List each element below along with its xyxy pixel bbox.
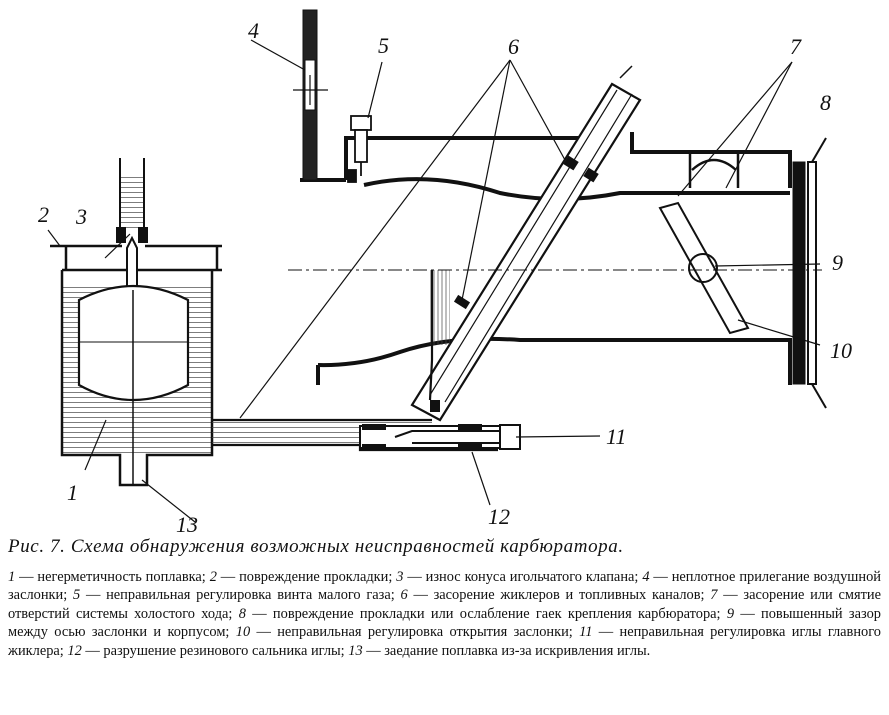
legend-item-text: — разрушение резинового сальника иглы; xyxy=(81,642,349,659)
legend-item: 11 — неправильная регулировка иглы главн… xyxy=(8,624,881,658)
legend-item-text: — засорение жиклеров и топливных каналов… xyxy=(407,587,711,604)
float xyxy=(77,285,190,486)
callout-5: 5 xyxy=(378,33,389,58)
callout-6: 6 xyxy=(508,34,519,59)
legend-item-number: 11 xyxy=(579,624,593,641)
legend-item-number: 1 xyxy=(8,569,16,585)
legend-item-text: — неправильная регулировка открытия засл… xyxy=(250,624,580,641)
legend-item-text: — неплотное прилегание воздушной заслонк… xyxy=(8,569,881,604)
callout-1: 1 xyxy=(67,480,78,505)
legend-item: 7 — засорение или смятие отверстий систе… xyxy=(8,587,881,621)
legend-item-number: 2 xyxy=(209,569,217,585)
legend-item-text: — негерметичность поплавка; xyxy=(15,569,210,585)
legend-item-text: — повреждение прокладки или ослабление г… xyxy=(245,605,727,622)
throttle-damper xyxy=(658,201,750,335)
air-damper xyxy=(293,9,328,181)
main-jet-needle xyxy=(359,424,521,450)
legend-item-number: 5 xyxy=(72,587,81,604)
legend-item-number: 8 xyxy=(238,605,246,622)
legend-item-number: 4 xyxy=(642,569,650,585)
legend-item: 9 — повышенный зазор между осью заслонки… xyxy=(8,606,881,640)
legend-item-number: 6 xyxy=(400,587,408,604)
leader-lines xyxy=(47,39,821,523)
legend-item-number: 7 xyxy=(710,587,718,604)
legend-item-number: 12 xyxy=(67,642,82,659)
legend-item: 6 — засорение жиклеров и топливных канал… xyxy=(401,587,711,603)
legend-item: 13 — заедание поплавка из-за искривления… xyxy=(348,643,650,659)
legend-item-number: 3 xyxy=(396,569,404,585)
callout-8: 8 xyxy=(820,90,831,115)
legend-item-text: — повреждение прокладки; xyxy=(216,569,397,585)
legend-item-text: — повышенный зазор между осью заслонки и… xyxy=(8,605,881,641)
legend-item-text: — неправильная регулировка винта малого … xyxy=(80,587,401,604)
carburetor-diagram: 1 2 3 4 5 6 7 8 9 10 11 12 13 xyxy=(38,9,852,537)
callout-4: 4 xyxy=(248,18,259,43)
callout-11: 11 xyxy=(606,424,626,449)
legend-item-number: 9 xyxy=(726,605,735,622)
legend-item-text: — износ конуса игольчатого клапана; xyxy=(403,569,643,585)
idle-screw xyxy=(347,115,372,183)
flange-gasket xyxy=(792,137,827,409)
figure-caption-title: Рис. 7. Схема обнаружения возможных неис… xyxy=(8,536,624,557)
legend-item: 1 — негерметичность поплавка; xyxy=(8,569,210,585)
emulsion-tube xyxy=(410,65,642,422)
callout-9: 9 xyxy=(832,250,843,275)
legend-item: 10 — неправильная регулировка открытия з… xyxy=(236,624,579,640)
needle-valve-inlet xyxy=(116,158,148,293)
legend-item-text: — засорение или смятие отверстий системы… xyxy=(8,587,881,622)
legend-item-text: — неправильная регулировка иглы главного… xyxy=(8,624,881,659)
callout-7: 7 xyxy=(790,34,802,59)
legend-item-text: — заедание поплавка из-за искривления иг… xyxy=(362,642,651,659)
legend-item: 3 — износ конуса игольчатого клапана; xyxy=(396,569,642,585)
legend-item-number: 13 xyxy=(348,642,363,659)
legend-item: 4 — неплотное прилегание воздушной засло… xyxy=(8,569,881,603)
figure-legend: 1 — негерметичность поплавка; 2 — повреж… xyxy=(8,568,881,660)
callout-12: 12 xyxy=(488,504,510,529)
callout-13: 13 xyxy=(176,512,198,537)
legend-item: 5 — неправильная регулировка винта малог… xyxy=(73,587,401,603)
legend-item: 2 — повреждение прокладки; xyxy=(210,569,397,585)
callout-2: 2 xyxy=(38,202,49,227)
legend-item-number: 10 xyxy=(235,624,251,641)
legend-item: 12 — разрушение резинового сальника иглы… xyxy=(67,643,348,659)
callout-3: 3 xyxy=(75,204,87,229)
callout-10: 10 xyxy=(830,338,852,363)
legend-item: 8 — повреждение прокладки или ослабление… xyxy=(239,606,727,622)
